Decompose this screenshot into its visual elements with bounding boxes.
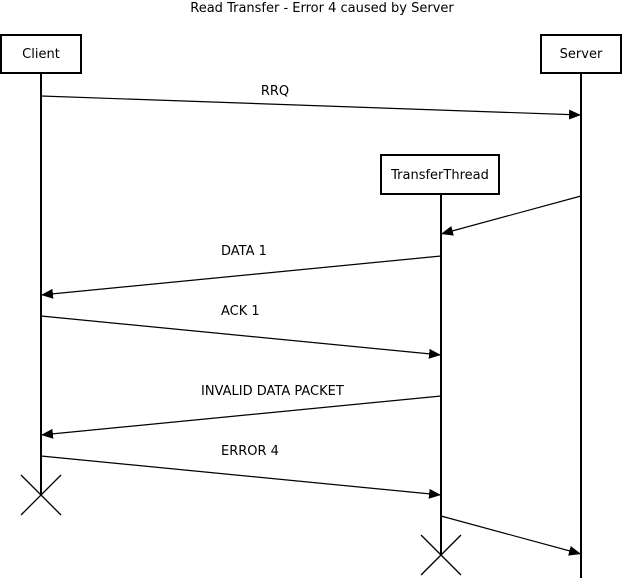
thread-label: TransferThread — [390, 168, 489, 183]
thread-box — [380, 154, 500, 195]
client-box — [0, 34, 82, 74]
diagram-title: Read Transfer - Error 4 caused by Server — [190, 1, 454, 16]
thread-participant: TransferThread — [380, 154, 500, 195]
message-data1: DATA 1 — [40, 244, 442, 299]
message-rrq-label: RRQ — [261, 84, 289, 99]
message-data1-label: DATA 1 — [221, 244, 267, 259]
message-spawn — [440, 195, 582, 236]
message-ack1-label: ACK 1 — [221, 304, 260, 319]
message-error4-arrow — [40, 455, 442, 499]
server-box — [540, 34, 622, 74]
message-rrq: RRQ — [40, 84, 582, 120]
client-participant: Client — [0, 34, 82, 74]
message-invalid-label: INVALID DATA PACKET — [201, 384, 344, 399]
message-final — [440, 515, 582, 556]
client-destroy-icon — [20, 474, 62, 516]
message-invalid-arrow — [40, 395, 442, 439]
thread-destroy-icon — [420, 534, 462, 576]
message-error4-label: ERROR 4 — [221, 444, 279, 459]
message-final-arrow — [440, 515, 582, 556]
message-ack1-arrow — [40, 315, 442, 359]
client-label: Client — [22, 47, 60, 62]
server-label: Server — [560, 47, 603, 62]
message-invalid: INVALID DATA PACKET — [40, 384, 442, 439]
message-error4: ERROR 4 — [40, 444, 442, 499]
message-rrq-arrow — [40, 95, 582, 120]
server-participant: Server — [540, 34, 622, 74]
message-ack1: ACK 1 — [40, 304, 442, 359]
message-data1-arrow — [40, 255, 442, 299]
message-spawn-arrow — [440, 195, 582, 236]
